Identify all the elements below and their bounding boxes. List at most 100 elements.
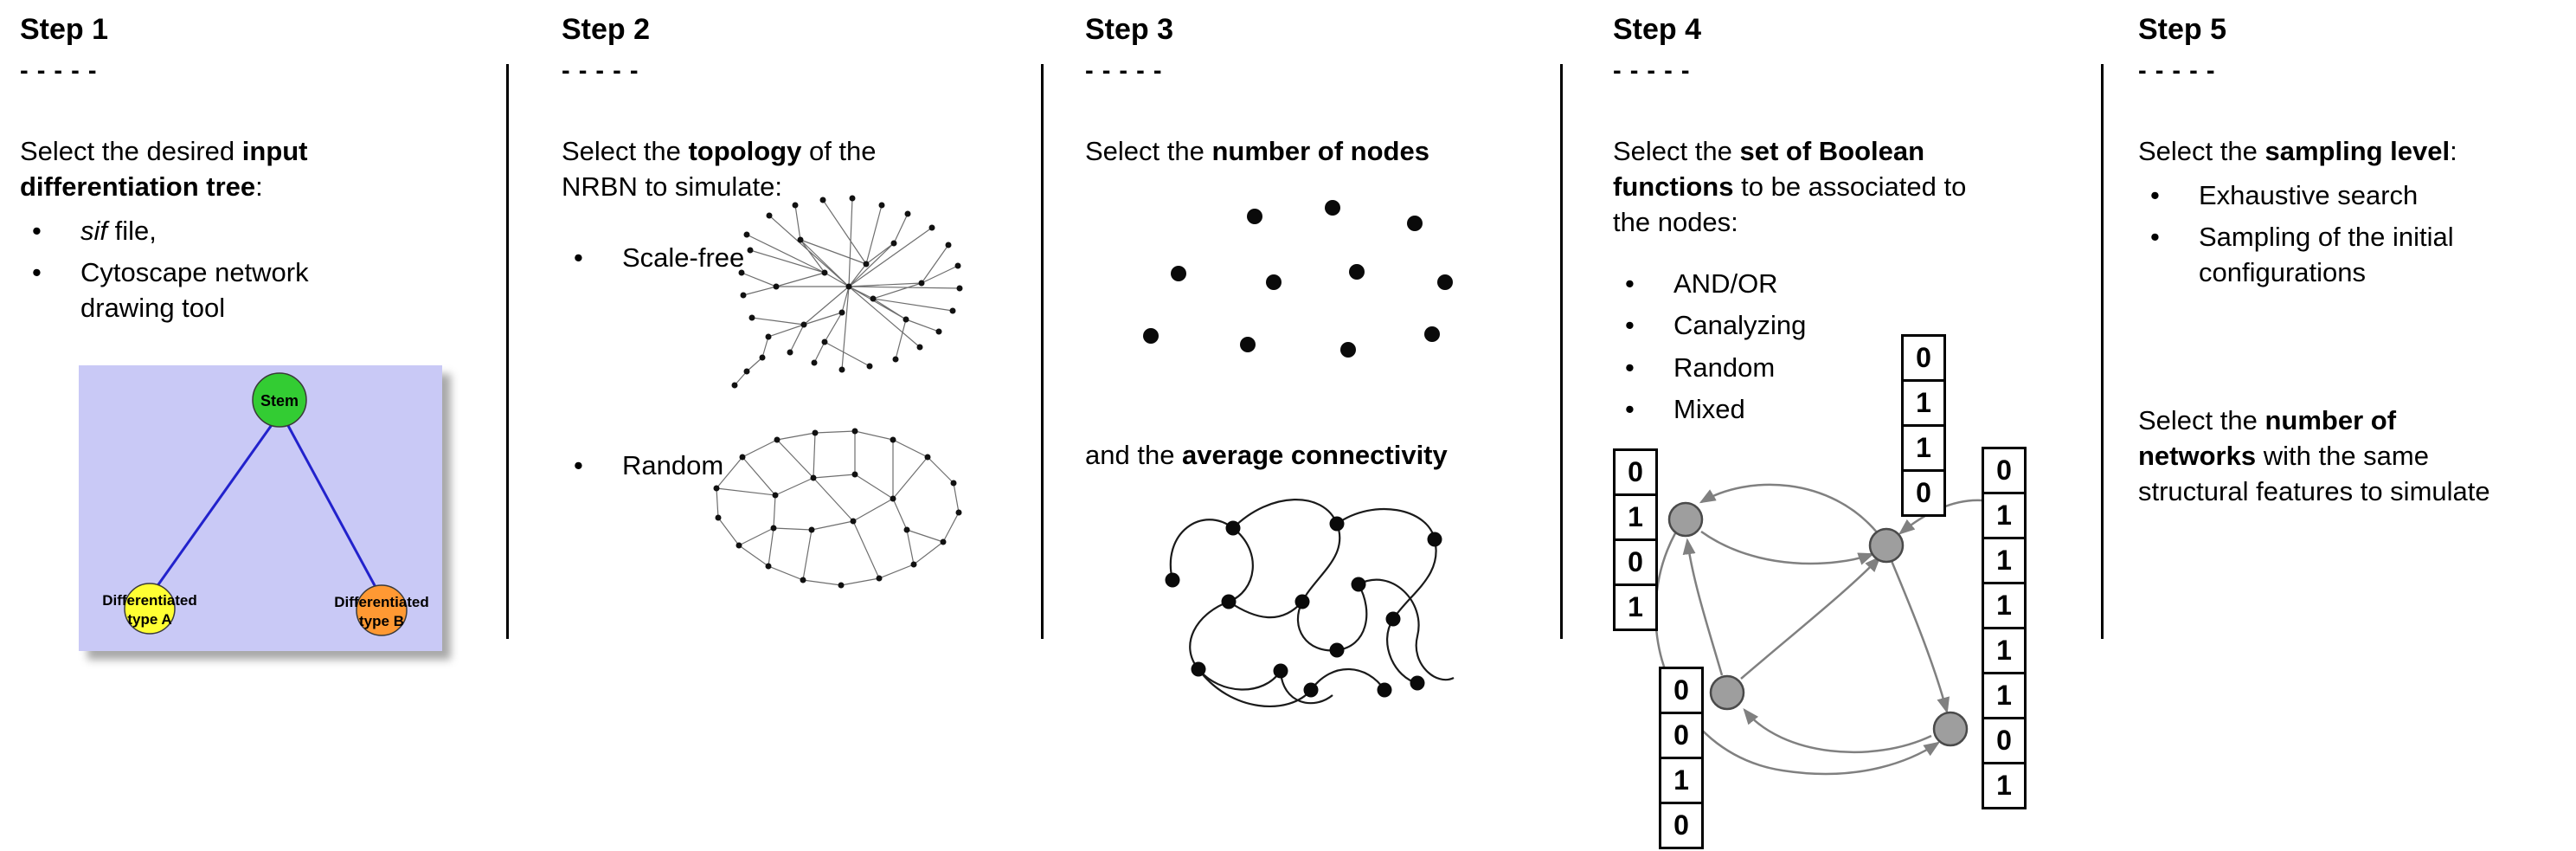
type-a-label-line1: Differentiated — [102, 592, 197, 609]
bullet-marker: • — [1625, 393, 1635, 424]
truth-table-cell: 0 — [1659, 802, 1704, 849]
truth-table-cell: 1 — [1982, 627, 2027, 674]
step4-bullet-list: • AND/OR • Canalyzing • Random • Mixed — [1613, 266, 2089, 427]
bullet-item: • Mixed — [1613, 391, 2089, 427]
bullet-item: • AND/OR — [1613, 266, 2089, 301]
bullet-item: • Scale-free — [562, 240, 744, 275]
truth-table-cell: 0 — [1901, 334, 1946, 382]
bullet-item: • Canalyzing — [1613, 307, 2089, 343]
bullet-marker: • — [1625, 310, 1635, 341]
bullet-text: Exhaustive search — [2199, 179, 2419, 210]
truth-table-cell: 1 — [1659, 757, 1704, 804]
truth-table-cell: 1 — [1982, 537, 2027, 584]
step2-dashes: - - - - - — [562, 56, 639, 85]
truth-table-top: 0 1 1 0 — [1901, 334, 1946, 517]
random-network-graphic — [713, 428, 962, 589]
truth-table-left: 0 1 0 1 — [1613, 448, 1658, 631]
type-a-label-line2: type A — [127, 611, 171, 628]
step3-panel: Step 3 - - - - - Select the number of no… — [1085, 12, 1557, 707]
step3-dashes: - - - - - — [1085, 56, 1163, 85]
type-b-node — [356, 584, 408, 636]
bullet-text: Scale-free — [622, 242, 745, 273]
step5-panel: Step 5 - - - - - Select the sampling lev… — [2138, 12, 2571, 506]
differentiation-tree-svg: Stem Differentiated type A Differentiate… — [79, 365, 442, 651]
bullet-marker: • — [574, 450, 583, 480]
truth-table-cell: 0 — [1613, 538, 1658, 586]
truth-table-cell: 0 — [1613, 448, 1658, 496]
truth-table-cell: 1 — [1982, 492, 2027, 539]
bullet-marker: • — [1625, 268, 1635, 300]
stem-node — [252, 372, 307, 428]
network-node — [1932, 711, 1969, 747]
type-b-label-line1: Differentiated — [334, 594, 429, 610]
step1-panel: Step 1 - - - - - Select the desired inpu… — [20, 12, 496, 651]
bullet-item: • Random — [1613, 350, 2089, 385]
bullet-text: Mixed — [1673, 393, 1745, 424]
column-divider — [506, 64, 509, 639]
bullet-marker: • — [574, 242, 583, 273]
network-node — [1709, 674, 1745, 711]
truth-table-cell: 0 — [1982, 447, 2027, 494]
step5-title: Step 5 — [2138, 13, 2227, 46]
bullet-item: • Exhaustive search — [2138, 177, 2571, 213]
step5-intro: Select the sampling level: — [2138, 135, 2457, 166]
stem-label: Stem — [260, 392, 299, 409]
truth-table-cell: 0 — [1659, 712, 1704, 759]
bullet-text: AND/OR — [1673, 268, 1778, 300]
boolean-network-graphic — [1654, 483, 1995, 776]
truth-table-cell: 1 — [1982, 582, 2027, 629]
step2-title: Step 2 — [562, 13, 651, 46]
column-divider — [1560, 64, 1563, 639]
type-b-label-line2: type B — [359, 613, 404, 629]
truth-table-cell: 1 — [1613, 493, 1658, 541]
step5-bullet-list: • Exhaustive search • Sampling of the in… — [2138, 177, 2571, 291]
step2-panel: Step 2 - - - - - Select the topology of … — [562, 12, 1033, 589]
truth-table-cell: 1 — [1901, 379, 1946, 427]
truth-table-cell: 1 — [1982, 672, 2027, 719]
step1-dashes: - - - - - — [20, 56, 98, 85]
truth-table-right: 0 1 1 1 1 1 0 1 — [1982, 447, 2027, 809]
differentiation-tree-image: Stem Differentiated type A Differentiate… — [79, 365, 442, 651]
bullet-item: • Random — [562, 448, 723, 483]
bullet-text: sif file, — [80, 216, 157, 247]
step4-dashes: - - - - - — [1613, 56, 1691, 85]
step3-second-text: and the average connectivity — [1085, 440, 1448, 470]
bullet-text: Random — [622, 450, 724, 480]
truth-table-bottom-left: 0 0 1 0 — [1659, 667, 1704, 849]
step4-panel: Step 4 - - - - - Select the set of Boole… — [1613, 12, 2089, 427]
step4-title: Step 4 — [1613, 13, 1702, 46]
nodes-scatter-graphic — [1143, 200, 1453, 358]
step3-intro: Select the number of nodes — [1085, 135, 1429, 166]
column-divider — [1041, 64, 1044, 639]
tree-edge-left — [155, 422, 275, 588]
bullet-marker: • — [32, 216, 42, 247]
truth-table-cell: 0 — [1659, 667, 1704, 714]
network-node — [1868, 527, 1905, 564]
scale-free-network-graphic — [731, 195, 963, 389]
tree-edge-right — [285, 422, 378, 590]
bullet-marker: • — [1625, 351, 1635, 383]
bullet-text: Canalyzing — [1673, 310, 1807, 341]
truth-table-cell: 1 — [1901, 424, 1946, 472]
bullet-item: • sif file, — [20, 213, 496, 248]
step5-dashes: - - - - - — [2138, 56, 2216, 85]
bullet-marker: • — [2150, 179, 2160, 210]
bullet-marker: • — [2150, 222, 2160, 253]
truth-table-cell: 1 — [1613, 583, 1658, 631]
type-a-node — [124, 583, 176, 635]
truth-table-cell: 0 — [1901, 469, 1946, 517]
connectivity-graphic — [1165, 499, 1455, 707]
network-node — [1667, 501, 1704, 538]
truth-table-cell: 0 — [1982, 717, 2027, 764]
step3-title: Step 3 — [1085, 13, 1174, 46]
